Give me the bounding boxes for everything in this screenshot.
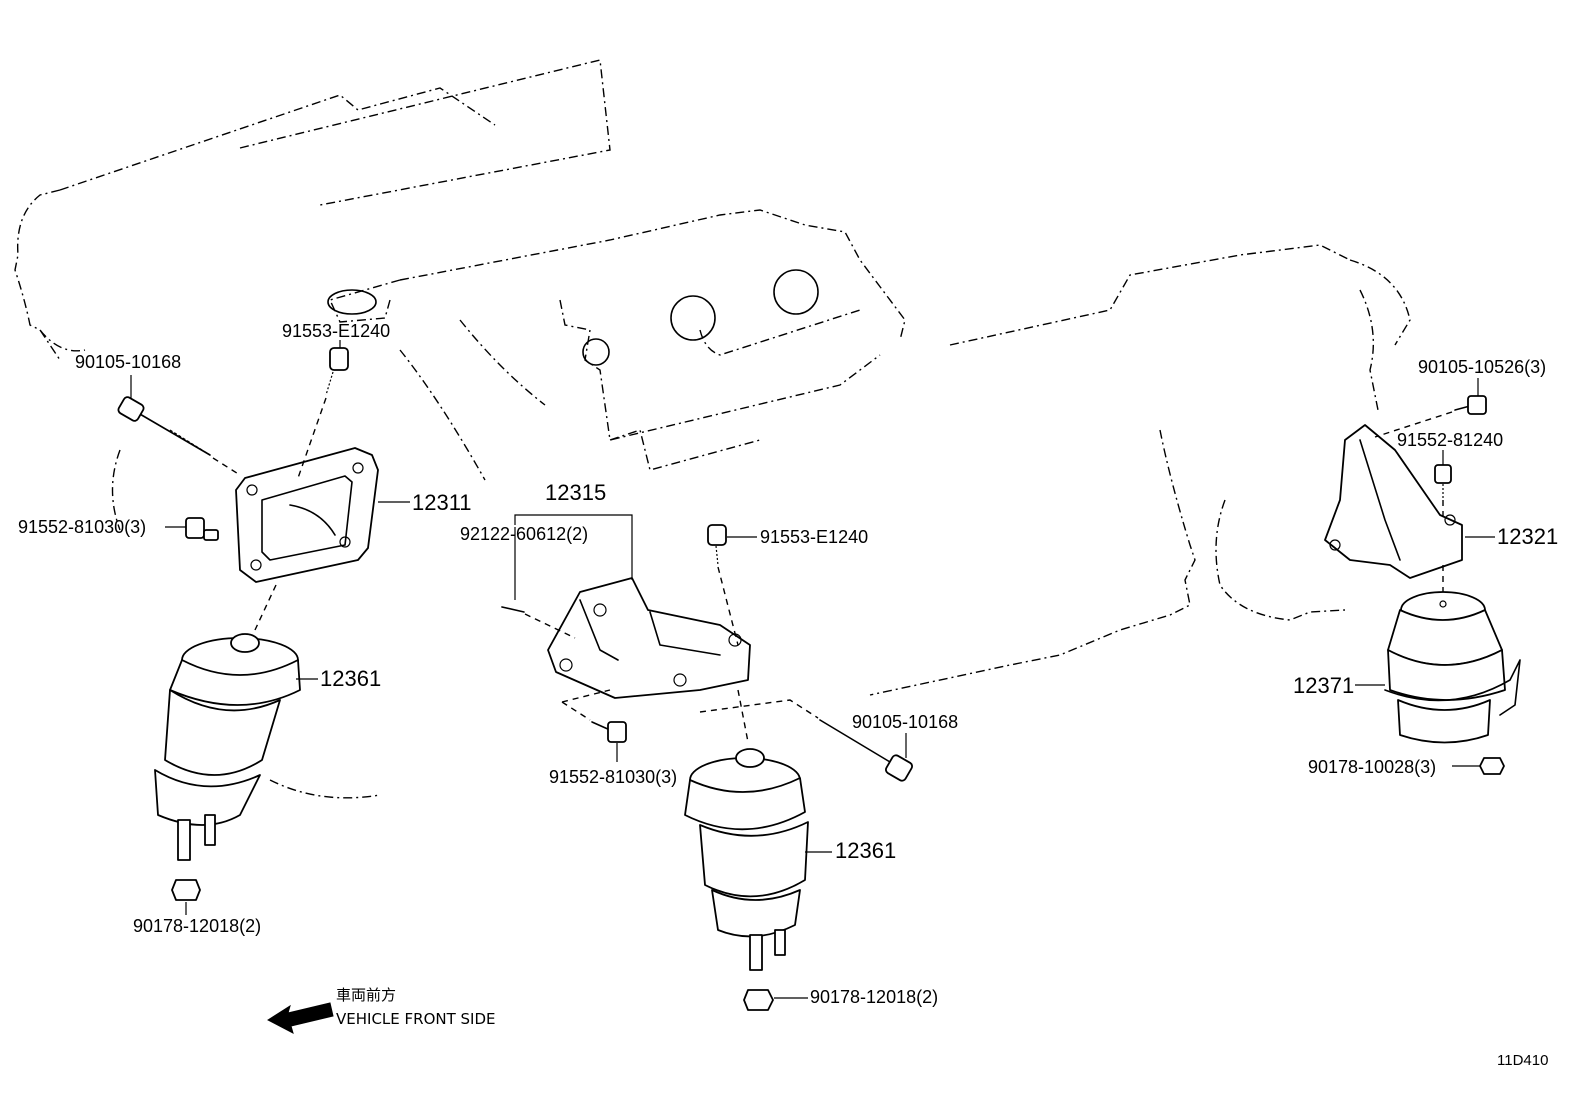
left-bolt-91553-E1240 bbox=[325, 347, 349, 396]
label-91553-E1240-center: 91553-E1240 bbox=[760, 527, 868, 547]
center-bolt-90105-10168 bbox=[819, 719, 913, 782]
label-12361-left: 12361 bbox=[320, 666, 381, 691]
label-91552-81030-left: 91552-81030(3) bbox=[18, 517, 146, 537]
right-nut-90178-10028 bbox=[1479, 757, 1505, 775]
front-arrow-icon bbox=[267, 1002, 334, 1034]
center-stud-92122-60612 bbox=[501, 606, 525, 613]
label-12371: 12371 bbox=[1293, 673, 1354, 698]
front-note-en: VEHICLE FRONT SIDE bbox=[336, 1010, 496, 1028]
right-bolt-90105-10526 bbox=[1454, 395, 1487, 415]
label-91553-E1240-left: 91553-E1240 bbox=[282, 321, 390, 341]
label-12311: 12311 bbox=[412, 490, 472, 515]
left-bolt-90105-10168 bbox=[117, 396, 211, 456]
label-91552-81240: 91552-81240 bbox=[1397, 430, 1503, 450]
right-bracket-12321 bbox=[1324, 424, 1463, 579]
label-92122-60612: 92122-60612(2) bbox=[460, 524, 588, 544]
center-nut-90178-12018 bbox=[743, 989, 774, 1011]
right-mount-12371 bbox=[1384, 591, 1521, 744]
vehicle-front-note: 車両前方 VEHICLE FRONT SIDE bbox=[267, 986, 496, 1034]
center-bolt-91552-81030 bbox=[591, 721, 627, 743]
front-note-jp: 車両前方 bbox=[336, 986, 396, 1004]
figure-code: 11D410 bbox=[1497, 1052, 1548, 1069]
label-90178-12018-left: 90178-12018(2) bbox=[133, 916, 261, 936]
label-90178-12018-center: 90178-12018(2) bbox=[810, 987, 938, 1007]
engine-outline bbox=[14, 59, 1411, 799]
label-90105-10526: 90105-10526(3) bbox=[1418, 357, 1546, 377]
label-90178-10028: 90178-10028(3) bbox=[1308, 757, 1436, 777]
left-bolt-91552-81030 bbox=[185, 517, 219, 541]
label-12361-center: 12361 bbox=[835, 838, 896, 863]
part-labels: 90105-10168 91553-E1240 12311 91552-8103… bbox=[18, 321, 1558, 1007]
center-bolt-91553-E1240 bbox=[707, 524, 727, 566]
left-bracket-12311 bbox=[235, 447, 379, 583]
label-90105-10168-center: 90105-10168 bbox=[852, 712, 958, 732]
label-91552-81030-center: 91552-81030(3) bbox=[549, 767, 677, 787]
label-12321: 12321 bbox=[1497, 524, 1558, 549]
left-nut-90178-12018 bbox=[171, 879, 201, 901]
label-90105-10168-left: 90105-10168 bbox=[75, 352, 181, 372]
right-bolt-91552-81240 bbox=[1434, 464, 1452, 498]
center-mount-12361 bbox=[684, 748, 809, 971]
left-mount-12361 bbox=[154, 633, 301, 861]
center-bracket-12315 bbox=[547, 577, 751, 699]
label-12315: 12315 bbox=[545, 480, 606, 505]
